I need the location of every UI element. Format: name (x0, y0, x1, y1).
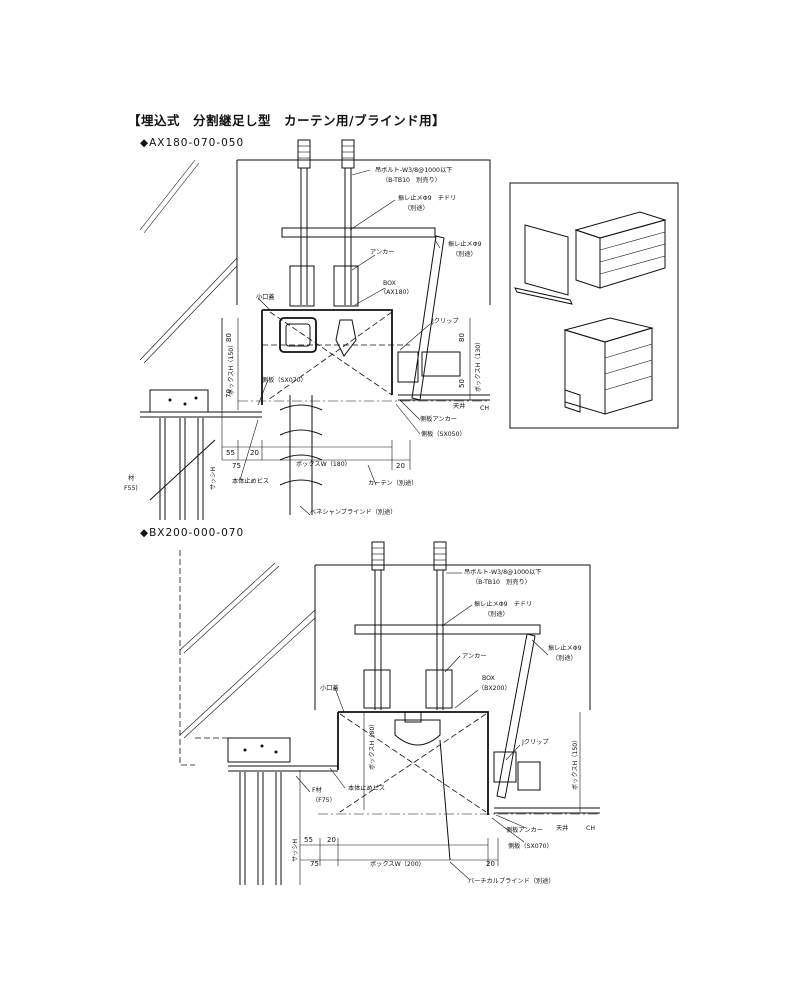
detail-b-dim-20: 20 (327, 836, 336, 844)
detail-a-box-h-right-label: ボックスH（130） (474, 339, 482, 392)
detail-a-sway-bar (281, 227, 436, 238)
detail-a-dim-50: 50 (458, 379, 466, 388)
detail-a-ceiling-label: 天井 (453, 402, 465, 410)
detail-a-box-h-left-label: ボックスH（150） (227, 342, 235, 395)
detail-a-slab-outline (236, 159, 491, 305)
detail-a-anchor-left (289, 265, 315, 307)
detail-a-side-plate-right-label: 側板（SX050） (421, 430, 466, 438)
detail-a-dim-20b: 20 (396, 462, 405, 470)
detail-a-sill (140, 389, 262, 418)
detail-b-box-h-right-label: ボックスH（150） (571, 737, 579, 790)
detail-b-hanging-bolt-label: 吊ボルト-W3/8@1000以下 (464, 568, 541, 576)
detail-a-sash (149, 418, 216, 520)
detail-b-body-screw-label: 本体止めビス (348, 784, 385, 792)
detail-a-blind-label: ベネシャンブラインド（別途） (310, 508, 396, 516)
detail-b-dim-75: 75 (310, 860, 319, 868)
detail-a-hanging-bolt-label: 吊ボルト-W3/8@1000以下 (375, 166, 452, 174)
detail-b-sway-bracket-2-label: 振レ止メΦ9 (548, 644, 582, 652)
detail-b-ceiling-label: 天井 (556, 824, 568, 832)
detail-b-section: 吊ボルト-W3/8@1000以下 （B-TB10 別売り） 振レ止メΦ9 チドリ… (179, 541, 600, 885)
detail-b-dimensions (300, 712, 581, 866)
detail-a-anchor-label: アンカー (370, 249, 395, 256)
detail-b-sash-h-label: サッシH (292, 838, 299, 862)
detail-a-j-clip-label: Jクリップ (431, 318, 459, 325)
detail-a-ceiling (238, 351, 490, 402)
inset-upper-assembly (514, 211, 667, 305)
isometric-inset (509, 182, 679, 429)
detail-a-box-label: BOX (383, 280, 397, 287)
detail-a-curtain-label: カーテン（別途） (368, 479, 418, 487)
detail-a-body-screw-label: 本体止めビス (232, 477, 269, 485)
detail-a-section: 吊ボルト-W3/8@1000以下 （B-TB10 別売り） 振レ止メΦ9 チドリ… (124, 139, 491, 520)
detail-b-hanging-bolt-sub: （B-TB10 別売り） (472, 578, 531, 586)
detail-b-leaders (295, 572, 549, 881)
detail-a-sway-bracket-label: 振レ止メΦ9 チドリ (398, 194, 456, 202)
detail-b-anchor-right (425, 669, 453, 709)
detail-a-f-material-sub: F55) (124, 485, 138, 492)
detail-b-sway-bar (354, 624, 541, 635)
inset-frame (509, 182, 679, 429)
detail-b-glass-hatch (179, 562, 316, 739)
detail-b-box-sub: （BX200） (478, 685, 511, 692)
detail-a-glass-hatch (139, 159, 238, 364)
detail-a-box (261, 309, 410, 405)
detail-b-slab-outline (314, 564, 591, 710)
detail-b-wall-outline (179, 550, 230, 766)
detail-a-dim-70: 70 (225, 389, 233, 398)
detail-a-dim-75: 75 (232, 462, 241, 470)
detail-b-sash (239, 770, 301, 885)
detail-a-model-code: ◆AX180-070-050 (140, 137, 245, 149)
page-title: 【埋込式 分割継足し型 カーテン用/ブラインド用】 (128, 113, 446, 128)
detail-a-sway-bracket-2-sub: （別途） (452, 250, 477, 258)
detail-b-dim-55: 55 (304, 836, 313, 844)
detail-b-box (337, 711, 489, 861)
detail-b-sway-bracket-label: 振レ止メΦ9 チドリ (474, 600, 532, 608)
detail-b-sway-bracket-sub: （別途） (484, 610, 509, 618)
detail-a-blind-slats (279, 395, 323, 515)
detail-a-f-material-label: 材 (128, 474, 134, 482)
inset-lower-assembly (563, 317, 654, 415)
detail-b-ceiling (318, 751, 600, 815)
detail-b-anchor-label: アンカー (462, 653, 487, 660)
detail-b-j-clip-label: Jクリップ (521, 739, 549, 746)
detail-a-sway-bracket-2-label: 振レ止メΦ9 (448, 240, 482, 248)
detail-a-dimensions (221, 318, 471, 470)
detail-b-model-code: ◆BX200-000-070 (140, 527, 245, 539)
detail-a-dim-80-left: 80 (225, 333, 233, 342)
detail-b-box-h-left-label: ボックスH（80） (368, 721, 376, 770)
detail-b-box-label: BOX (482, 675, 496, 682)
detail-b-sill (227, 737, 338, 772)
detail-a-leaders (239, 169, 441, 516)
detail-a-side-plate-left-label: 側板（SX070） (262, 376, 307, 384)
detail-a-anchor-right (333, 265, 359, 307)
detail-a-dim-55: 55 (226, 449, 235, 457)
detail-b-dim-20b: 20 (486, 860, 495, 868)
detail-b-side-plate-label: 側板（SX070） (508, 842, 553, 850)
detail-b-f-material-sub: （F75） (312, 797, 336, 804)
detail-b-sway-inclined (496, 633, 536, 799)
detail-a-dim-20: 20 (250, 449, 259, 457)
detail-b-ch-label: CH (586, 825, 595, 832)
detail-a-small-edge-label: 小口蓋 (256, 293, 275, 301)
detail-b-side-plate-anchor-label: 側板アンカー (506, 826, 543, 834)
detail-b-blind-label: バーチカルブラインド（別途） (468, 877, 555, 885)
detail-b-f-material-label: F材 (312, 786, 322, 794)
detail-a-box-w-label: ボックスW（180） (296, 460, 351, 468)
detail-b-sway-bracket-2-sub: （別途） (552, 654, 577, 662)
detail-a-sway-bracket-sub: （別途） (404, 204, 429, 212)
detail-a-hanging-bolts (297, 139, 355, 305)
detail-a-dim-80-right: 80 (458, 333, 466, 342)
detail-a-side-plate-anchor-label: 側板アンカー (420, 415, 457, 423)
detail-a-hanging-bolt-sub: （B-TB10 別売り） (382, 176, 441, 184)
detail-b-anchor-left (363, 669, 391, 709)
detail-a-box-sub: （AX180） (380, 289, 413, 296)
detail-b-small-edge-label: 小口蓋 (320, 684, 339, 692)
detail-a-ch-label: CH (480, 405, 489, 412)
detail-b-hanging-bolts (371, 541, 447, 710)
detail-b-box-w-label: ボックスW（200） (370, 860, 425, 868)
detail-a-sash-h-label: サッシH (210, 466, 217, 490)
